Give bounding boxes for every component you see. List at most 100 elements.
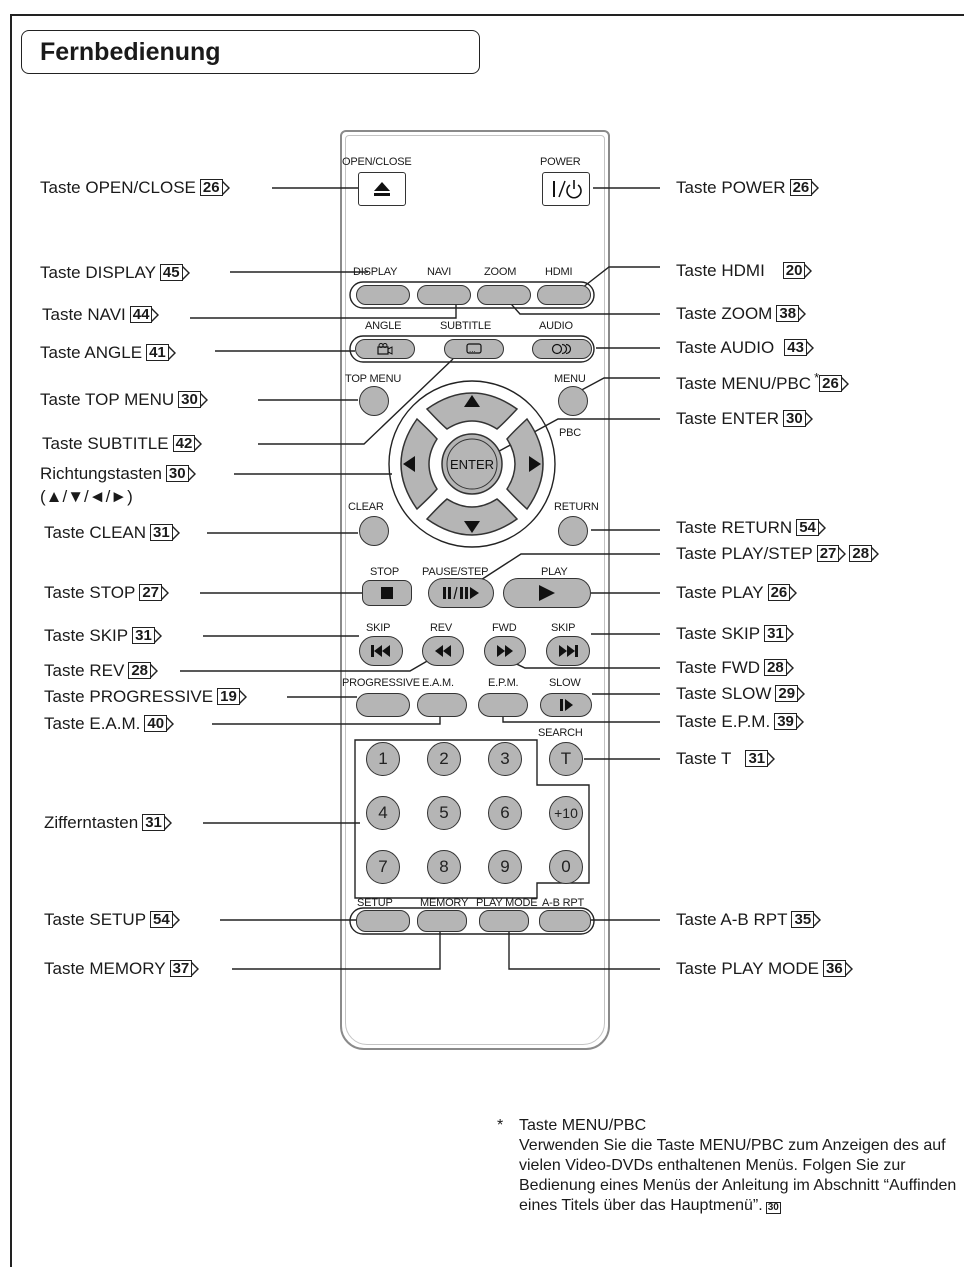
- slow-button[interactable]: [540, 693, 592, 717]
- audio-button[interactable]: [532, 339, 592, 359]
- search-t-button[interactable]: T: [549, 742, 583, 776]
- memory-button[interactable]: [417, 910, 467, 932]
- zoom-button[interactable]: [477, 285, 531, 305]
- fast-forward-icon: [497, 645, 513, 657]
- page-ref: 43: [784, 339, 814, 356]
- power-button[interactable]: [542, 172, 590, 206]
- page-ref: 31: [142, 814, 172, 831]
- page-ref: 26: [767, 584, 797, 601]
- left-arrow-button[interactable]: [400, 417, 438, 511]
- page-ref: 30: [782, 410, 813, 427]
- page-ref: 37: [169, 960, 199, 977]
- return-button[interactable]: [558, 516, 588, 546]
- clear-button[interactable]: [359, 516, 389, 546]
- digit-9-button[interactable]: 9: [488, 850, 522, 884]
- page-ref: 29: [775, 685, 805, 702]
- caption-menu: MENU: [554, 373, 586, 385]
- navi-button[interactable]: [417, 285, 471, 305]
- page-ref: 35: [791, 911, 821, 928]
- footnote-body: Taste MENU/PBC Verwenden Sie die Taste M…: [519, 1116, 959, 1216]
- up-arrow-button[interactable]: [425, 392, 519, 430]
- caption-hdmi: HDMI: [545, 266, 573, 278]
- pause-step-icon: [443, 586, 479, 600]
- page-ref: 40: [144, 715, 174, 732]
- speech-icon: ...: [466, 342, 482, 354]
- digit-1-button[interactable]: 1: [366, 742, 400, 776]
- stop-button[interactable]: [362, 580, 412, 606]
- page-ref: 54: [796, 519, 826, 536]
- caption-pbc: PBC: [559, 427, 582, 439]
- digit-4-button[interactable]: 4: [366, 796, 400, 830]
- enter-button[interactable]: [441, 433, 503, 495]
- ab-rpt-button[interactable]: [539, 910, 591, 932]
- digit-6-button[interactable]: 6: [488, 796, 522, 830]
- subtitle-button[interactable]: ...: [444, 339, 504, 359]
- page-ref: 39: [774, 713, 804, 730]
- play-button[interactable]: [503, 578, 591, 608]
- top-menu-button[interactable]: [359, 386, 389, 416]
- rev-button[interactable]: [422, 636, 464, 666]
- caption-top-menu: TOP MENU: [345, 373, 402, 385]
- digit-7-button[interactable]: 7: [366, 850, 400, 884]
- setup-button[interactable]: [356, 910, 410, 932]
- frame-left-line: [10, 14, 12, 1267]
- epm-button[interactable]: [478, 693, 528, 717]
- pause-step-button[interactable]: [428, 578, 494, 608]
- menu-button[interactable]: [558, 386, 588, 416]
- page-ref: 26: [199, 179, 230, 196]
- footnote-star: *: [497, 1117, 504, 1134]
- caption-return: RETURN: [554, 501, 599, 513]
- fwd-button[interactable]: [484, 636, 526, 666]
- page-ref: 30: [178, 391, 208, 408]
- arrow-down-icon: [464, 521, 480, 533]
- play-mode-button[interactable]: [479, 910, 529, 932]
- digit-5-button[interactable]: 5: [427, 796, 461, 830]
- eam-button[interactable]: [417, 693, 467, 717]
- skip-forward-icon: [559, 645, 578, 657]
- caption-search: SEARCH: [538, 727, 583, 739]
- hdmi-button[interactable]: [537, 285, 591, 305]
- digit-0-button[interactable]: 0: [549, 850, 583, 884]
- digit-8-button[interactable]: 8: [427, 850, 461, 884]
- page-ref: 31: [150, 524, 180, 541]
- page-ref: 41: [146, 344, 176, 361]
- enter-label: ENTER: [450, 457, 494, 472]
- progressive-button[interactable]: [356, 693, 410, 717]
- stop-icon: [381, 587, 393, 599]
- skip-forward-button[interactable]: [546, 636, 590, 666]
- angle-button[interactable]: [355, 339, 415, 359]
- label-menu-pbc: Taste MENU/PBC*26: [676, 368, 849, 394]
- rewind-icon: [435, 645, 451, 657]
- eject-icon: [374, 182, 390, 196]
- skip-back-button[interactable]: [359, 636, 403, 666]
- down-arrow-button[interactable]: [425, 498, 519, 536]
- caption-clear: CLEAR: [348, 501, 384, 513]
- label-epm: Taste E.P.M.39: [676, 712, 804, 732]
- play-icon: [539, 585, 555, 601]
- page-ref: 44: [129, 306, 160, 323]
- caption-angle: ANGLE: [365, 320, 402, 332]
- open-close-button[interactable]: [358, 172, 406, 206]
- plus10-button[interactable]: +10: [549, 796, 583, 830]
- page-ref: 28: [849, 545, 879, 562]
- right-arrow-button[interactable]: [506, 417, 544, 511]
- display-button[interactable]: [356, 285, 410, 305]
- digit-3-button[interactable]: 3: [488, 742, 522, 776]
- direction-pad: ENTER: [400, 392, 544, 536]
- page-ref: 42: [172, 435, 202, 452]
- caption-stop: STOP: [370, 566, 399, 578]
- page-ref: 26: [819, 375, 849, 392]
- digit-2-button[interactable]: 2: [427, 742, 461, 776]
